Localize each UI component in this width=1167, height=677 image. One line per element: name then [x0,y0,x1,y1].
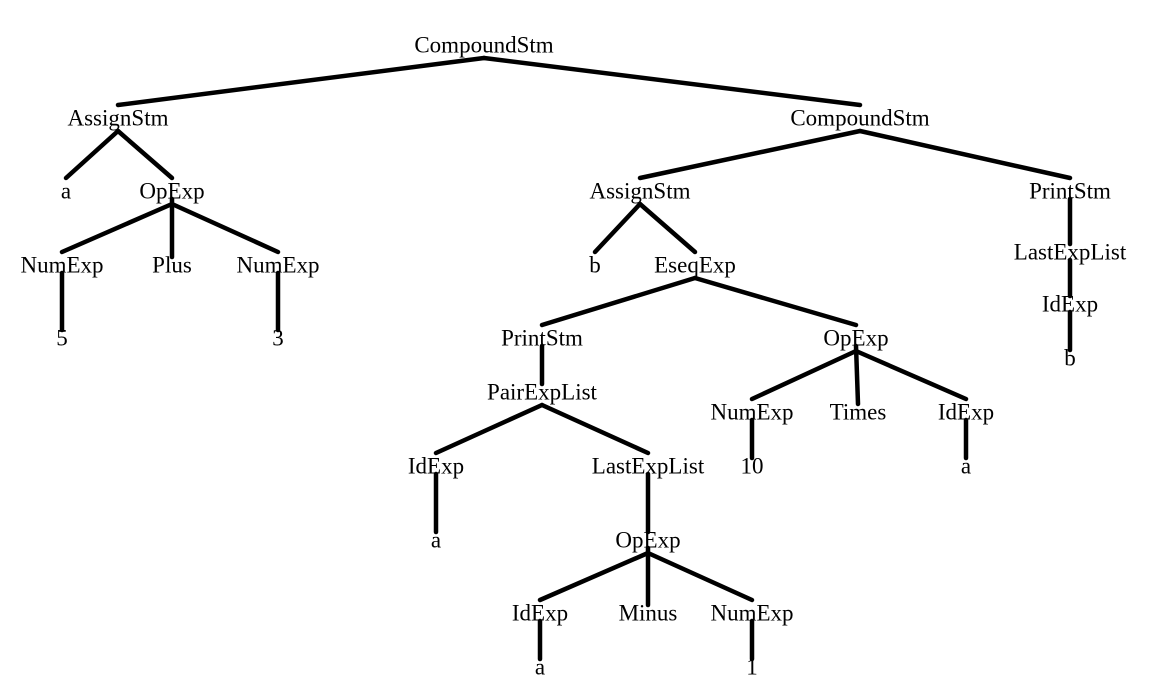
tree-edge [433,402,545,456]
tree-node-minus: Minus [619,601,678,626]
tree-edges [59,55,1073,662]
tree-edge [539,275,698,328]
tree-edge [853,348,969,402]
tree-node-pairexplist: PairExpList [487,380,597,405]
tree-node-compoundstm: CompoundStm [790,106,929,131]
tree-node-eseqexp: EseqExp [654,253,736,278]
tree-node-printstm: PrintStm [1029,179,1111,204]
tree-edge [637,201,698,255]
tree-node-numexp: NumExp [236,253,319,278]
tree-node-assignstm: AssignStm [590,179,691,204]
tree-edge [481,55,863,108]
tree-edge [749,348,859,402]
tree-edge [63,128,121,181]
tree-node-assignstm: AssignStm [68,106,169,131]
tree-node-a: a [61,179,71,204]
tree-node-idexp: IdExp [408,454,464,479]
tree-edge [853,343,861,407]
tree-node-lastexplist: LastExpList [592,454,705,479]
tree-node-1: 1 [746,655,758,677]
tree-node-opexp: OpExp [139,179,204,204]
tree-node-b: b [1064,346,1076,371]
tree-node-a: a [961,454,971,479]
tree-node-compoundstm: CompoundStm [414,33,553,58]
tree-edge [857,128,1073,181]
tree-node-idexp: IdExp [1042,292,1098,317]
tree-node-5: 5 [56,326,68,351]
tree-node-printstm: PrintStm [501,326,583,351]
tree-edge [645,550,755,603]
tree-edge [537,550,651,603]
tree-node-10: 10 [741,454,764,479]
tree-edge [539,402,651,456]
tree-edge [169,201,281,255]
tree-node-numexp: NumExp [20,253,103,278]
tree-node-opexp: OpExp [823,326,888,351]
tree-node-numexp: NumExp [710,400,793,425]
tree-node-a: a [535,655,545,677]
tree-node-lastexplist: LastExpList [1014,240,1127,265]
tree-edge [59,201,175,255]
tree-node-3: 3 [272,326,284,351]
tree-edge [692,275,859,328]
tree-edge [115,128,175,181]
tree-node-b: b [589,253,601,278]
tree-node-opexp: OpExp [615,528,680,553]
tree-node-idexp: IdExp [512,601,568,626]
tree-node-times: Times [830,400,887,425]
tree-node-numexp: NumExp [710,601,793,626]
tree-edge [115,55,487,108]
tree-node-idexp: IdExp [938,400,994,425]
tree-node-a: a [431,528,441,553]
tree-node-plus: Plus [152,253,192,278]
tree-edge [592,201,643,255]
tree-edge [637,128,863,181]
